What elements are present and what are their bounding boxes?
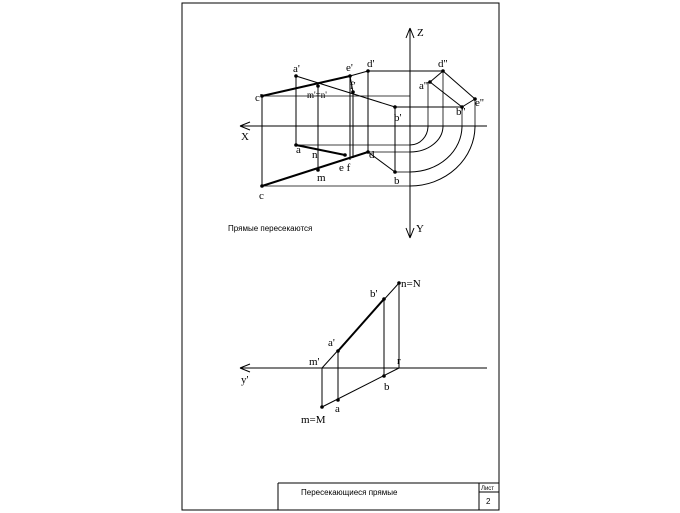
label-e2: e'' xyxy=(475,97,484,109)
title-block-sheet-label: Лист xyxy=(481,486,494,492)
point-b-lower xyxy=(382,374,386,378)
point-a1-lower xyxy=(336,349,340,353)
label-m1-lower: m' xyxy=(309,356,320,368)
label-b-lower: b xyxy=(384,381,390,393)
point-n xyxy=(343,153,347,157)
point-e1 xyxy=(348,74,352,78)
segment-e2-b2 xyxy=(461,98,476,108)
label-b2: b'' xyxy=(456,106,465,118)
label-a: a xyxy=(296,144,301,156)
segment-a-n xyxy=(295,144,346,156)
segment-d2-e2 xyxy=(442,70,476,100)
axis-z-label: Z xyxy=(417,27,424,39)
label-m1-n1: m'=n' xyxy=(307,90,327,100)
label-a2: a'' xyxy=(419,80,428,92)
label-n-N: n=N xyxy=(401,278,421,290)
label-m-M: m=M xyxy=(301,414,326,426)
label-d: d xyxy=(369,149,375,161)
axis-y1-arrow-icon xyxy=(239,363,251,373)
label-b: b xyxy=(394,175,400,187)
transfer-arc-d xyxy=(409,125,444,153)
transfer-arc-a xyxy=(409,125,429,146)
label-a-lower: a xyxy=(335,403,340,415)
point-f1 xyxy=(351,90,355,94)
point-b1-lower xyxy=(382,297,386,301)
label-d2: d'' xyxy=(438,58,447,70)
title-block-title: Пересекающиеся прямые xyxy=(301,488,398,497)
label-f1: f' xyxy=(350,80,356,92)
label-b1-lower: b' xyxy=(370,288,378,300)
transfer-arc-b xyxy=(409,125,463,173)
axis-y-arrow-icon xyxy=(405,227,415,239)
sheet-frame xyxy=(181,2,500,511)
point-c1 xyxy=(260,94,264,98)
point-c xyxy=(260,184,264,188)
lower-view xyxy=(239,281,487,409)
point-m1 xyxy=(316,84,320,88)
upper-view-labels: X Z Y a' e' d' d'' c' m'=n' f' a'' e'' b… xyxy=(228,27,484,235)
segment-d2-a2 xyxy=(429,70,444,83)
point-d2 xyxy=(441,69,445,73)
label-a1-lower: a' xyxy=(328,337,335,349)
label-e-f: e f xyxy=(339,162,351,174)
segment-m-r xyxy=(321,367,400,408)
caption: Прямые пересекаются xyxy=(228,224,312,233)
point-a-lower xyxy=(336,398,340,402)
label-d1: d' xyxy=(367,58,375,70)
point-a xyxy=(294,143,298,147)
point-e2 xyxy=(473,97,477,101)
point-b2 xyxy=(460,105,464,109)
label-a1: a' xyxy=(293,63,300,75)
axis-y1-label: y' xyxy=(241,374,249,386)
axis-x-label: X xyxy=(241,131,249,143)
point-m-lower xyxy=(320,405,324,409)
transfer-arc-c xyxy=(409,125,476,187)
point-m xyxy=(316,168,320,172)
axis-x-arrow-icon xyxy=(239,121,251,131)
label-c: c xyxy=(259,190,264,202)
label-m: m xyxy=(317,172,326,184)
label-r: r xyxy=(397,355,401,367)
upper-view xyxy=(239,27,487,239)
point-b1 xyxy=(393,105,397,109)
point-a2 xyxy=(428,80,432,84)
segment-c-d xyxy=(261,151,369,187)
title-block-sheet-number: 2 xyxy=(486,497,491,506)
axis-z-arrow-icon xyxy=(405,27,415,39)
label-e1: e' xyxy=(346,62,353,74)
segment-a2-b2 xyxy=(429,81,463,108)
point-d xyxy=(366,150,370,154)
label-b1: b' xyxy=(394,112,402,124)
segment-e1-d1 xyxy=(349,70,369,77)
axis-y-label: Y xyxy=(416,223,424,235)
label-n: n xyxy=(312,149,318,161)
title-block: Пересекающиеся прямые Лист 2 xyxy=(277,482,499,510)
point-a1 xyxy=(294,74,298,78)
point-d1 xyxy=(366,69,370,73)
point-b xyxy=(393,170,397,174)
segment-d-b xyxy=(367,151,396,173)
segment-c1-e1 xyxy=(261,75,351,97)
point-n-lower xyxy=(397,281,401,285)
label-c1: c' xyxy=(255,92,262,104)
segment-m1-n xyxy=(321,282,400,369)
lower-view-labels: y' b' n=N a' m' r b m=M a xyxy=(241,278,421,426)
segment-a1-b1 xyxy=(295,75,396,108)
